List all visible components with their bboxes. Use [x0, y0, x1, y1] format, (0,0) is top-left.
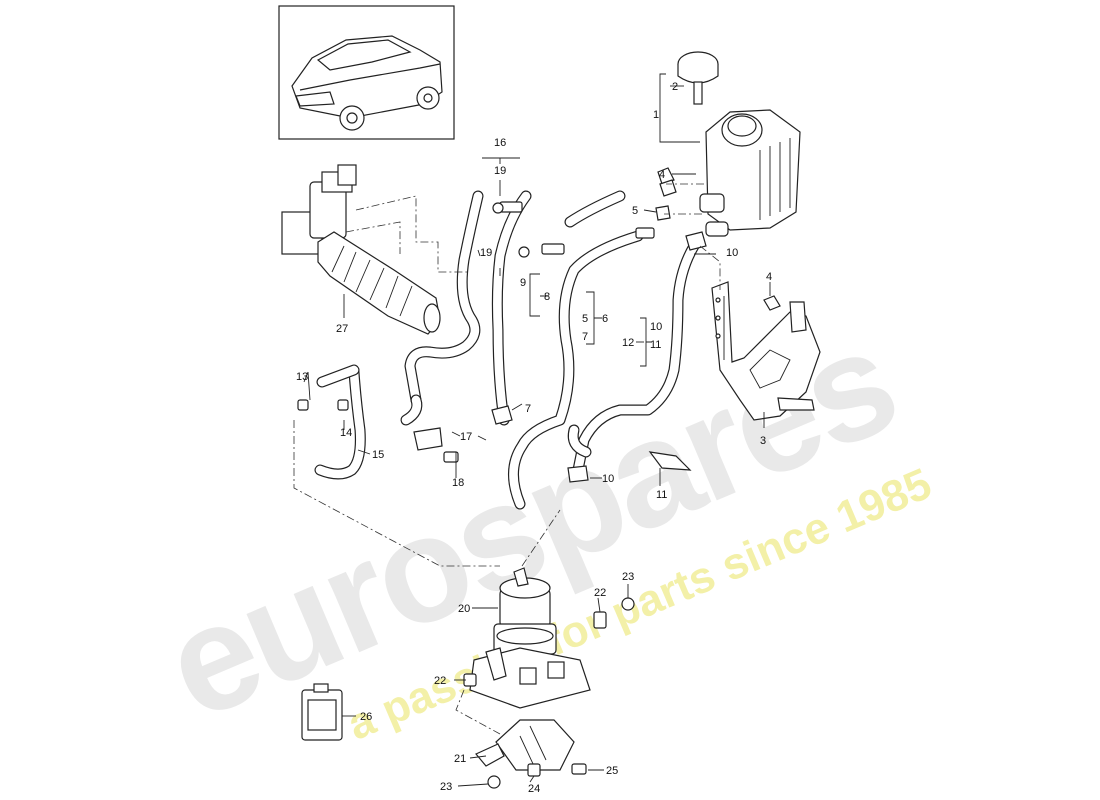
callout-12: 12 [622, 337, 634, 349]
callout-23-right: 23 [622, 571, 634, 583]
hydraulic-pump [469, 567, 591, 709]
callout-10-group: 10 [650, 321, 662, 333]
callout-1: 1 [653, 109, 659, 121]
callout-22-right: 22 [594, 587, 606, 599]
callout-labels: 1 2 3 4 4 5 5 6 7 7 8 9 10 10 10 11 11 1… [296, 81, 772, 795]
callout-3: 3 [760, 435, 766, 447]
callout-22-left: 22 [434, 675, 446, 687]
callout-5-group: 5 [582, 313, 588, 325]
connection-lines [293, 183, 721, 735]
callout-5-clamp: 5 [632, 205, 638, 217]
leader-lines [303, 73, 771, 787]
callout-20: 20 [458, 603, 470, 615]
callout-16: 16 [494, 137, 506, 149]
callout-7-group: 7 [582, 331, 588, 343]
callout-10-upper: 10 [726, 247, 738, 259]
vehicle-thumbnail [278, 5, 455, 140]
hose-lines [314, 190, 700, 510]
callout-17: 17 [460, 431, 472, 443]
callout-6: 6 [602, 313, 608, 325]
callout-19-mid: 19 [480, 247, 492, 259]
mounting-bracket [711, 281, 821, 421]
callout-27: 27 [336, 323, 348, 335]
callout-9: 9 [520, 277, 526, 289]
callout-18: 18 [452, 477, 464, 489]
callout-26: 26 [360, 711, 372, 723]
callout-4-bracket: 4 [766, 271, 772, 283]
callout-4-reservoir: 4 [659, 169, 665, 181]
callout-25: 25 [606, 765, 618, 777]
reservoir-cap [677, 51, 719, 105]
callout-14: 14 [340, 427, 352, 439]
callout-15: 15 [372, 449, 384, 461]
callout-19-top: 19 [494, 165, 506, 177]
callout-11-tie: 11 [656, 489, 667, 501]
fluid-canister [301, 683, 343, 741]
callout-23-bottom: 23 [440, 781, 452, 793]
callout-8: 8 [544, 291, 550, 303]
callout-11-group: 11 [650, 339, 661, 351]
steering-rack [281, 164, 441, 335]
pump-shield [475, 719, 575, 771]
callout-2: 2 [672, 81, 678, 93]
callout-10-lower: 10 [602, 473, 614, 485]
callout-7-clamp: 7 [525, 403, 531, 415]
callout-24: 24 [528, 783, 540, 795]
callout-13: 13 [296, 371, 308, 383]
callout-21: 21 [454, 753, 466, 765]
fluid-reservoir [699, 109, 801, 237]
